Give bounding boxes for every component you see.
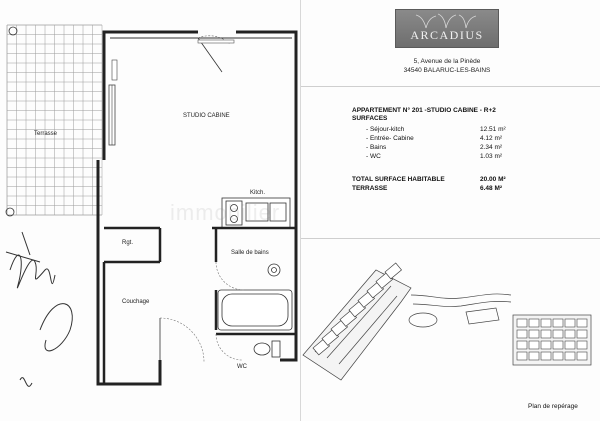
signature-marks [5,231,73,387]
logo-text: ARCADIUS [410,28,484,42]
studio-label: STUDIO CABINE [183,113,230,119]
room-label: - Entrée- Cabine [366,135,414,142]
couchage-label: Couchage [122,299,150,305]
room-area: 2.34 m² [480,144,503,151]
rgt-label: Rgt. [122,240,134,246]
site-plan [302,262,592,381]
site-plan-caption: Plan de repérage [528,403,578,410]
watermark: immobilier [170,200,281,225]
room-label: - Bains [366,144,387,151]
room-label: - WC [366,153,381,160]
room-area: 12.51 m² [480,126,506,133]
terrace-value: 6.48 M² [480,185,503,192]
terrace-label: TERRASSE [352,185,388,192]
terrace-grid [6,24,103,216]
address-line-2: 34540 BALARUC-LES-BAINS [403,67,491,74]
salle-label: Salle de bains [231,250,269,256]
apartment-title: APPARTEMENT N° 201 -STUDIO CABINE - R+2 [352,107,496,114]
kitch-label: Kitch. [250,190,266,196]
wc-label: WC [237,364,247,370]
arcadius-logo: ARCADIUS [395,9,499,48]
address-line-1: 5, Avenue de la Pinède [413,58,481,65]
room-area: 4.12 m² [480,135,503,142]
room-area: 1.03 m² [480,153,503,160]
total-label: TOTAL SURFACE HABITABLE [352,176,445,183]
surfaces-heading: SURFACES [352,115,388,122]
fold-line [300,0,301,421]
terrasse-label: Terrasse [34,131,58,137]
room-label: - Séjour-kitch [366,126,405,133]
total-value: 20.00 M² [480,176,506,183]
divider-top [301,86,600,87]
divider-bottom [301,238,600,239]
floor-plan [5,24,298,387]
